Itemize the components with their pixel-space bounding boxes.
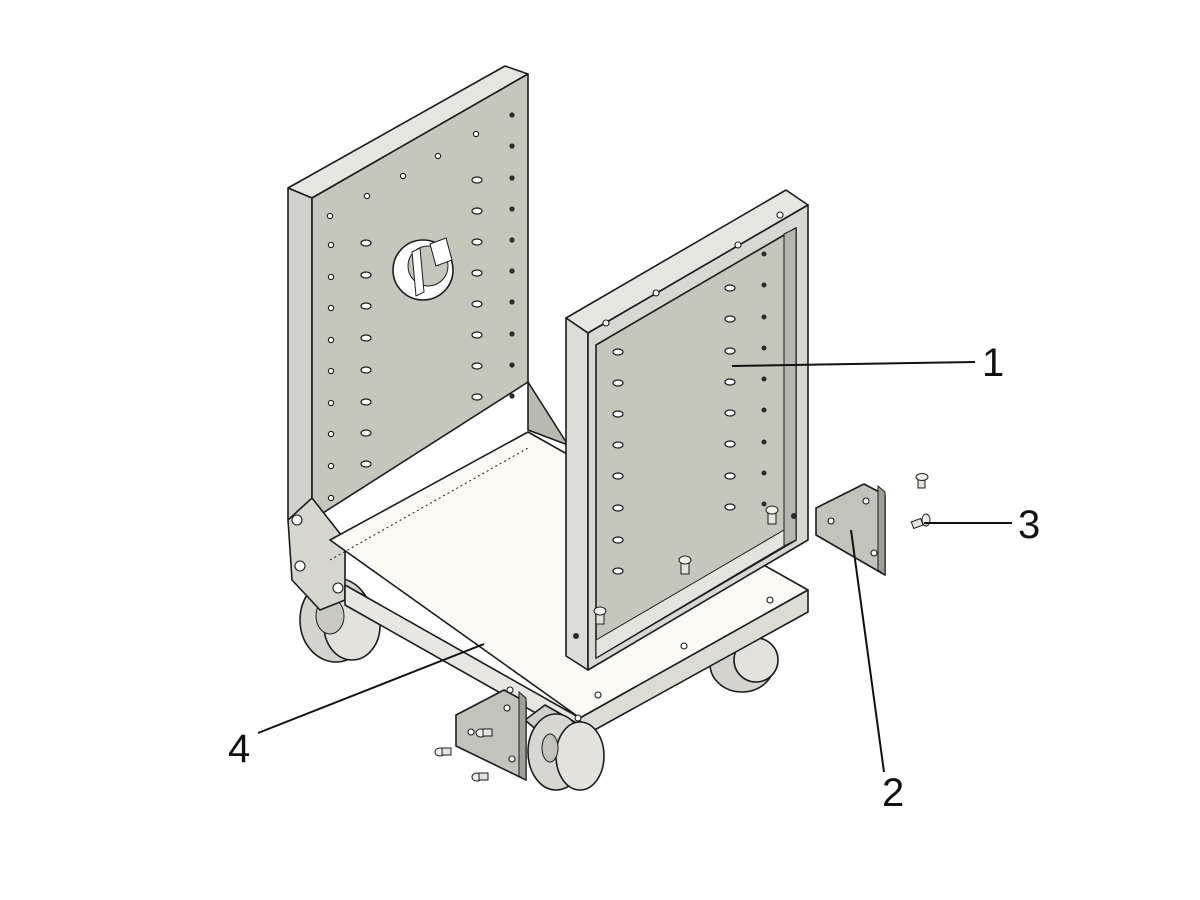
leader-line-1 xyxy=(731,361,976,367)
screws-right xyxy=(910,473,931,530)
panel-bolts xyxy=(593,505,779,625)
right-panel-slots xyxy=(612,251,767,575)
callout-1: 1 xyxy=(982,341,1004,385)
left-panel-slots-left xyxy=(360,152,442,468)
left-panel-holes-left-column xyxy=(326,212,335,502)
callout-2: 2 xyxy=(882,771,904,815)
callout-4: 4 xyxy=(228,727,250,771)
logo-emblem xyxy=(392,237,454,301)
rear-right-caster xyxy=(709,635,779,693)
front-left-caster xyxy=(524,704,605,791)
callout-3: 3 xyxy=(1018,503,1040,547)
screws-left xyxy=(434,728,493,782)
leader-line-2 xyxy=(850,529,885,773)
leader-line-4 xyxy=(257,643,485,734)
right-frame-panel xyxy=(565,189,809,671)
left-side-panel xyxy=(287,65,569,611)
corner-bracket-right xyxy=(815,483,886,576)
left-panel-slots-right xyxy=(471,112,515,401)
